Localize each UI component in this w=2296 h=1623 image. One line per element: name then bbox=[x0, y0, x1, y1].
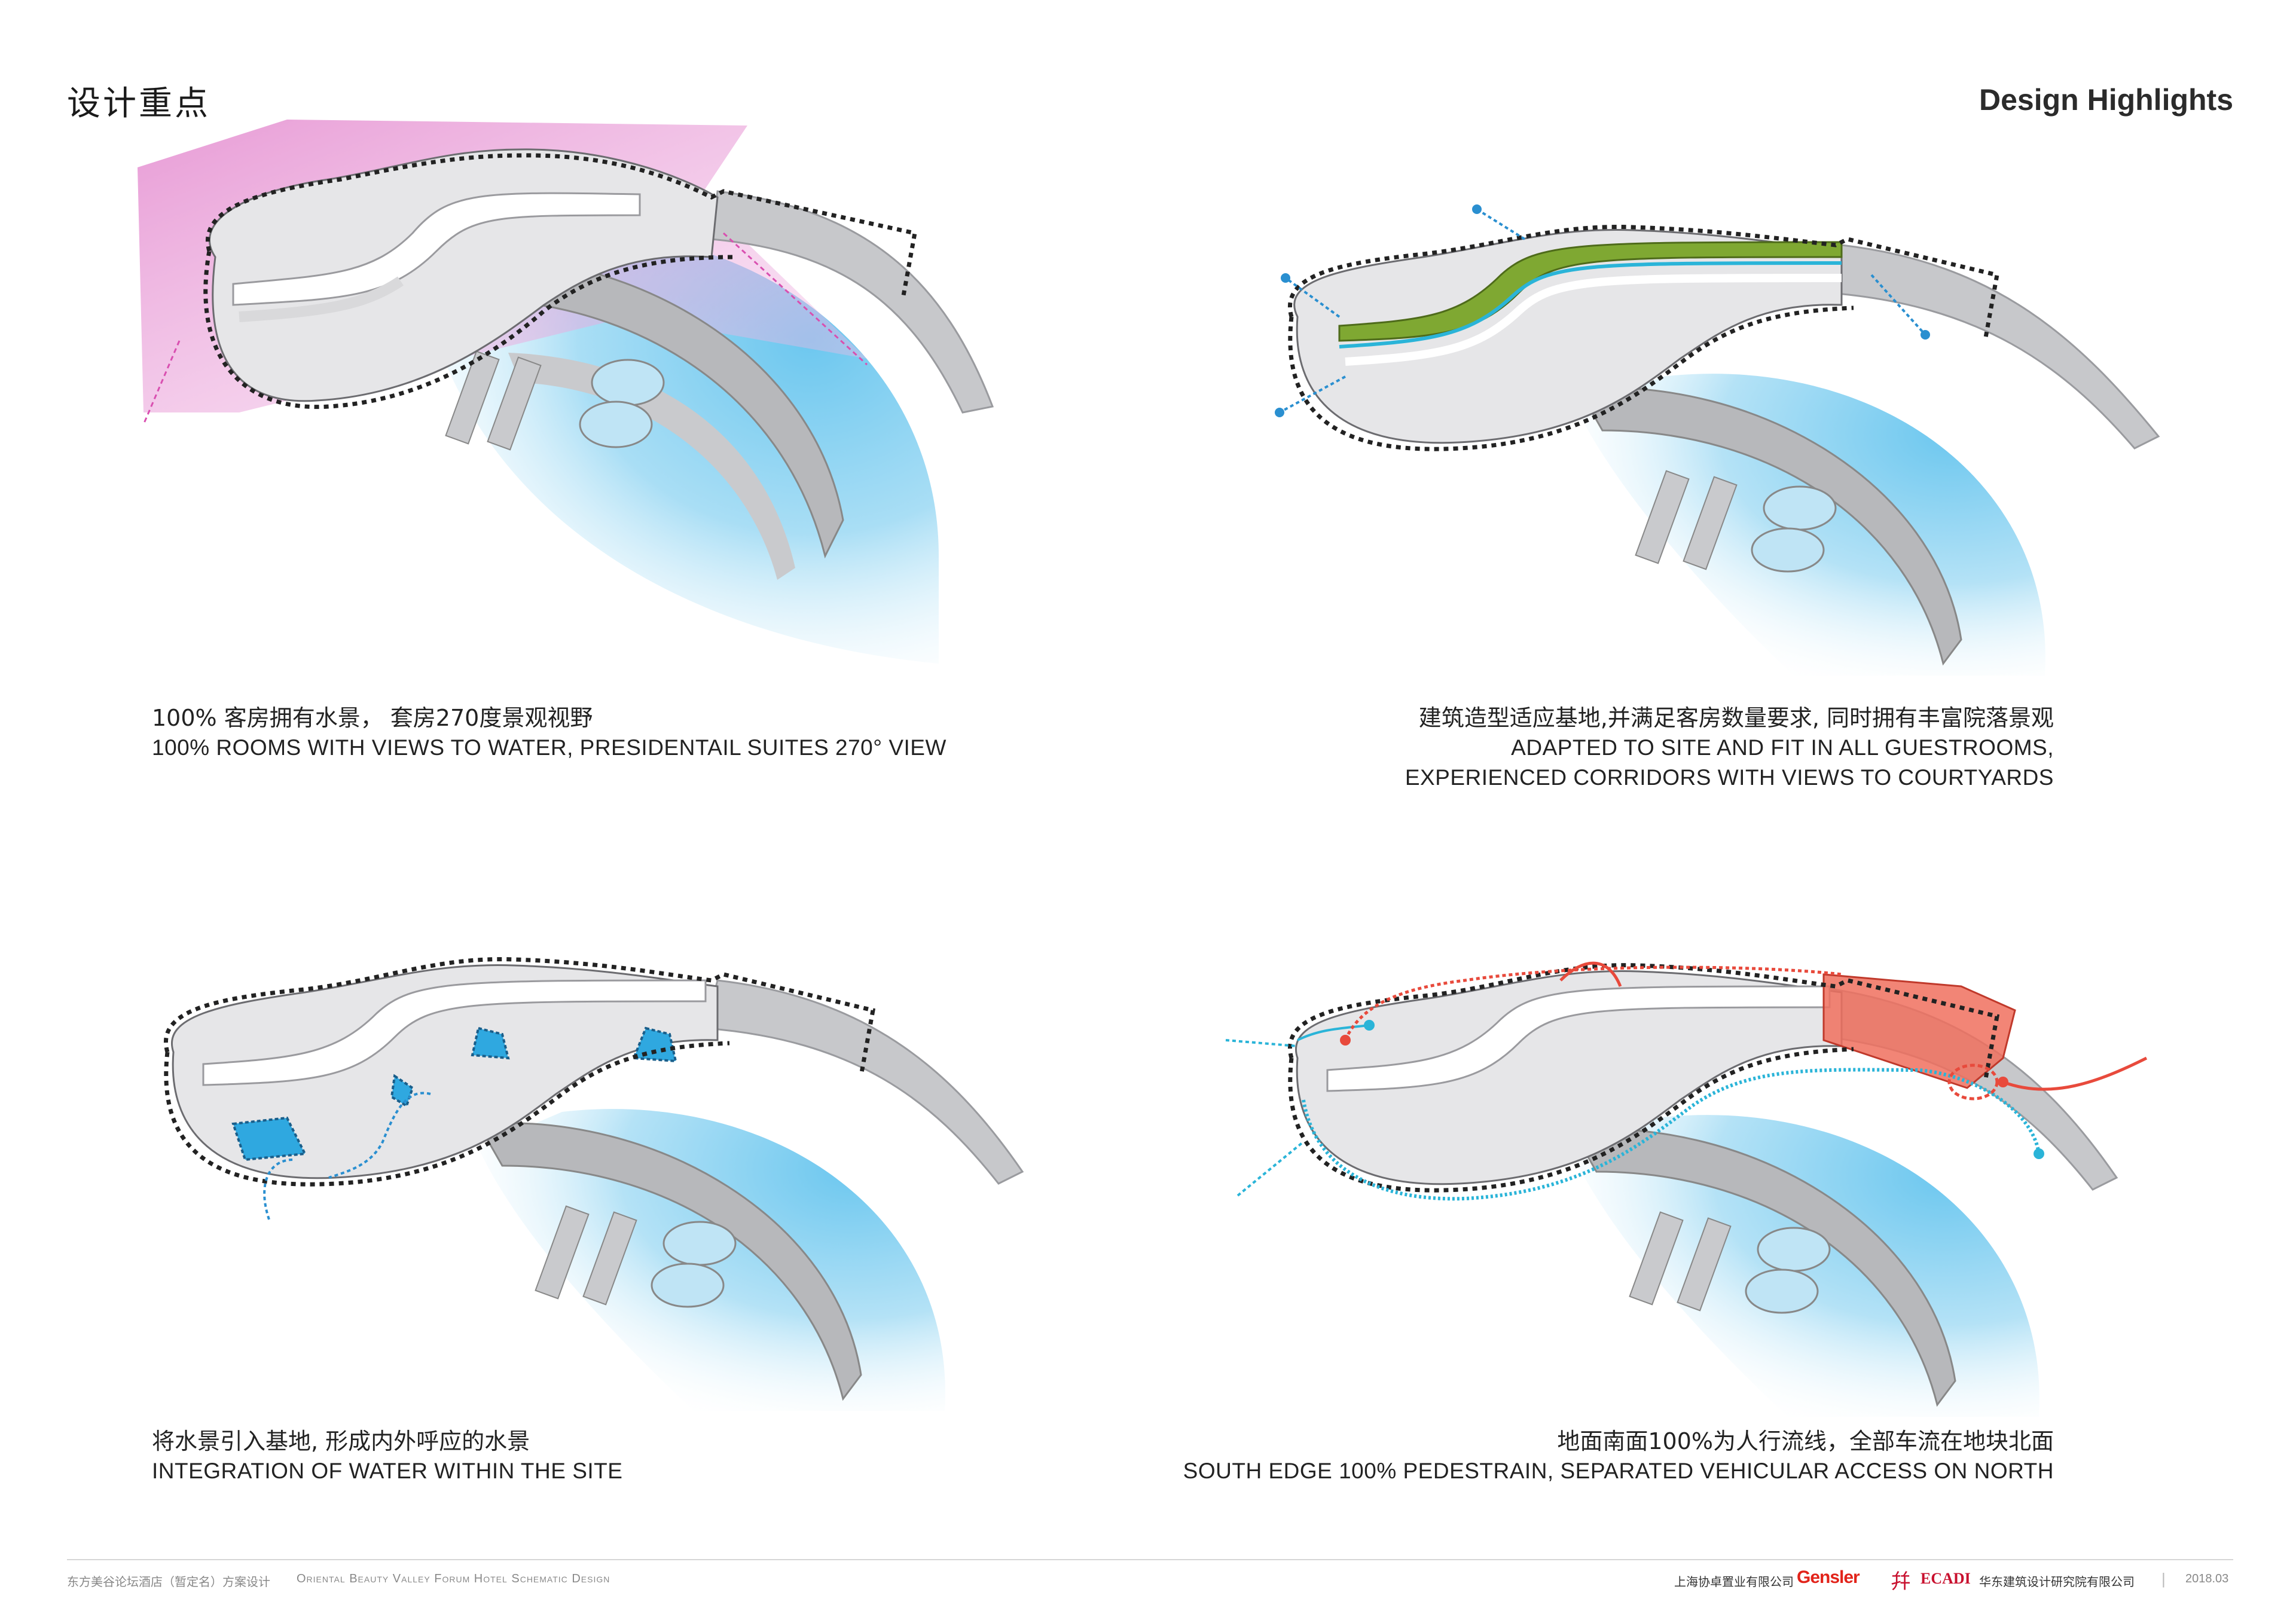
diagram-water-integration bbox=[164, 957, 1024, 1411]
footer-ecadi-cn: 华东建筑设计研究院有限公司 bbox=[1979, 1575, 2135, 1589]
caption-4-en: SOUTH EDGE 100% PEDESTRAIN, SEPARATED VE… bbox=[1183, 1459, 2054, 1483]
footer-client: 上海协卓置业有限公司 bbox=[1674, 1575, 1794, 1589]
water-flow-arrow bbox=[263, 1092, 431, 1220]
water-courtyard bbox=[471, 1026, 510, 1060]
vehicle-entry bbox=[2002, 1056, 2148, 1091]
water-courtyard bbox=[390, 1074, 414, 1108]
caption-panel-3: 将水景引入基地, 形成内外呼应的水景 INTEGRATION OF WATER … bbox=[152, 1426, 622, 1486]
inner-ring bbox=[477, 1122, 862, 1401]
pedestrian-route bbox=[1302, 1068, 2041, 1201]
inner-ring bbox=[1577, 387, 1962, 666]
footer-separator: | bbox=[2161, 1570, 2166, 1588]
site-boundary bbox=[164, 957, 876, 1187]
site-boundary bbox=[1288, 225, 2000, 451]
diagram-water-views bbox=[138, 120, 994, 664]
caption-2-cn: 建筑造型适应基地,并满足客房数量要求, 同时拥有丰富院落景观 bbox=[1418, 705, 2054, 731]
east-wing bbox=[1828, 244, 2160, 450]
page-title-cn: 设计重点 bbox=[67, 84, 210, 123]
footer-project-cn: 东方美谷论坛酒店（暂定名）方案设计 bbox=[67, 1575, 270, 1589]
footer-project-en: Oriental Beauty Valley Forum Hotel Schem… bbox=[297, 1572, 610, 1585]
corridor-line bbox=[1339, 261, 1842, 349]
pedestrian-entry-south bbox=[1236, 1141, 1305, 1197]
east-wing bbox=[710, 190, 994, 414]
caption-4-cn: 地面南面100%为人行流线，全部车流在地块北面 bbox=[1557, 1428, 2054, 1454]
hotel-building bbox=[171, 964, 719, 1179]
ecadi-logo-icon: 幷 bbox=[1891, 1570, 1911, 1593]
caption-3-cn: 将水景引入基地, 形成内外呼应的水景 bbox=[152, 1428, 530, 1454]
caption-panel-1: 100% 客房拥有水景， 套房270度景观视野 100% ROOMS WITH … bbox=[152, 703, 947, 763]
caption-2-en-2: EXPERIENCED CORRIDORS WITH VIEWS TO COUR… bbox=[1405, 765, 2054, 790]
pedestrian-entry-west bbox=[1225, 1039, 1298, 1047]
footer-divider bbox=[67, 1559, 2233, 1560]
footer-date: 2018.03 bbox=[2185, 1572, 2229, 1585]
diagram-site-adaptation bbox=[1275, 204, 2160, 676]
inner-ring bbox=[1571, 1128, 1956, 1407]
caption-panel-2: 建筑造型适应基地,并满足客房数量要求, 同时拥有丰富院落景观 ADAPTED T… bbox=[1405, 703, 2054, 793]
vehicle-turnaround bbox=[1947, 1063, 1999, 1101]
caption-1-en: 100% ROOMS WITH VIEWS TO WATER, PRESIDEN… bbox=[152, 735, 947, 760]
caption-2-en-1: ADAPTED TO SITE AND FIT IN ALL GUESTROOM… bbox=[1511, 735, 2054, 760]
guestroom-bar bbox=[202, 979, 707, 1086]
water-courtyard bbox=[231, 1116, 307, 1162]
caption-panel-4: 地面南面100%为人行流线，全部车流在地块北面 SOUTH EDGE 100% … bbox=[1183, 1426, 2054, 1486]
page-title-en: Design Highlights bbox=[1979, 83, 2233, 117]
caption-3-en: INTEGRATION OF WATER WITHIN THE SITE bbox=[152, 1459, 623, 1483]
ecadi-logo: ECADI bbox=[1921, 1570, 1971, 1587]
hotel-building bbox=[1295, 970, 1843, 1185]
view-arrows bbox=[1279, 208, 1926, 414]
diagram-circulation bbox=[1225, 961, 2148, 1417]
site-boundary bbox=[203, 153, 918, 409]
east-wing bbox=[704, 979, 1024, 1185]
vehicle-route bbox=[1344, 965, 1842, 1041]
gensler-logo: Gensler bbox=[1797, 1567, 1860, 1587]
vehicular-dropoff bbox=[1822, 973, 2016, 1089]
caption-1-cn: 100% 客房拥有水景， 套房270度景观视野 bbox=[152, 705, 593, 731]
hotel-building bbox=[1293, 228, 1843, 444]
